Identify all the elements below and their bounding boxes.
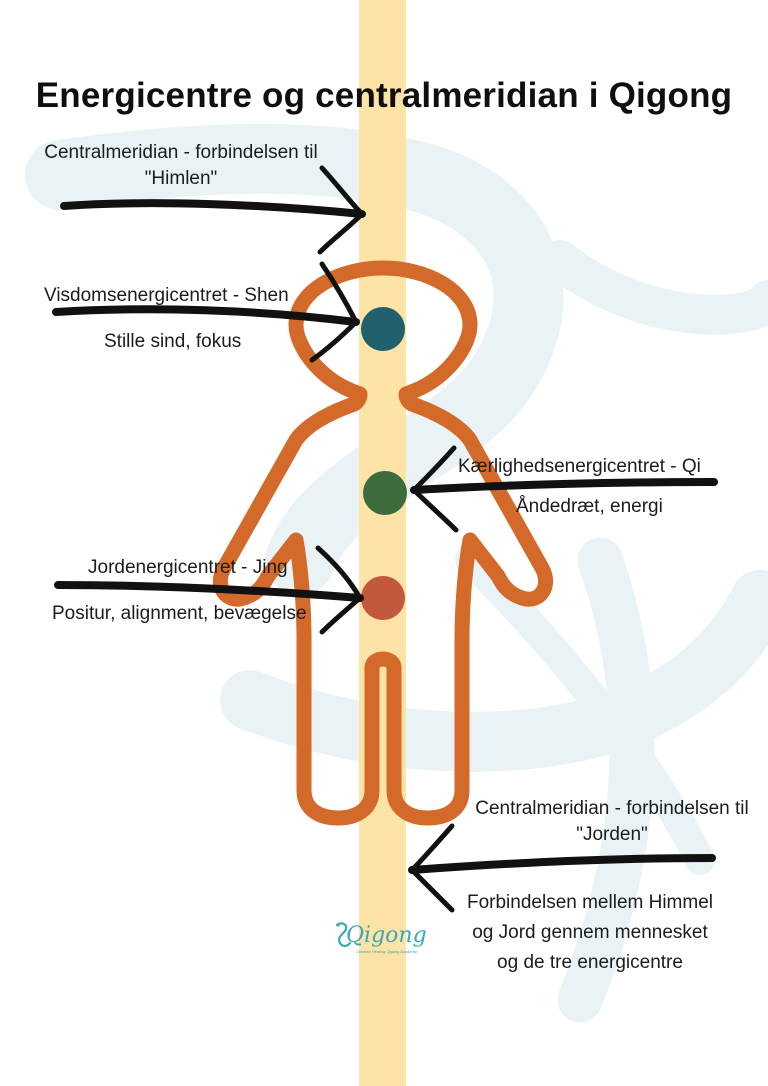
logo-name: Qigong [346,923,427,948]
connection-line-1: Forbindelsen mellem Himmel [466,892,714,913]
heaven-meridian-label: Centralmeridian - forbindelsen til "Himl… [22,140,340,192]
crane-logo-icon [335,922,352,948]
shen-energy-center [361,307,405,351]
shen-arrow [52,261,360,363]
heaven-meridian-arrow [60,165,366,255]
qigong-logo: Qigong Chinese Healing Qigong Academy [334,921,434,961]
shen-desc-label: Stille sind, fokus [104,331,242,352]
jing-title-label: Jordenergicentret - Jing [88,557,288,578]
connection-line-3: og de tre energicentre [497,952,683,973]
shen-title-label: Visdomsenergicentret - Shen [44,285,289,306]
earth-meridian-arrow [408,823,716,913]
jing-desc-label: Positur, alignment, bevægelse [52,603,307,624]
jing-energy-center [361,576,405,620]
qi-energy-center [363,471,407,515]
qi-desc-label: Åndedræt, energi [516,496,663,517]
heaven-meridian-line-1: Centralmeridian - forbindelsen til [44,142,318,163]
logo-subtitle: Chinese Healing Qigong Academy [356,949,417,954]
connection-label: Forbindelsen mellem Himmel og Jord genne… [452,888,728,978]
central-meridian-band [359,0,406,1086]
qi-arrow [410,445,718,533]
qi-title-label: Kærlighedsenergicentret - Qi [458,456,701,477]
earth-meridian-line-2: "Jorden" [576,824,648,845]
heaven-meridian-line-2: "Himlen" [144,168,218,189]
connection-line-2: og Jord gennem mennesket [472,922,708,943]
page-title: Energicentre og centralmeridian i Qigong [35,76,733,115]
earth-meridian-line-1: Centralmeridian - forbindelsen til [475,798,749,819]
earth-meridian-label: Centralmeridian - forbindelsen til "Jord… [456,796,768,848]
jing-arrow [54,545,364,635]
